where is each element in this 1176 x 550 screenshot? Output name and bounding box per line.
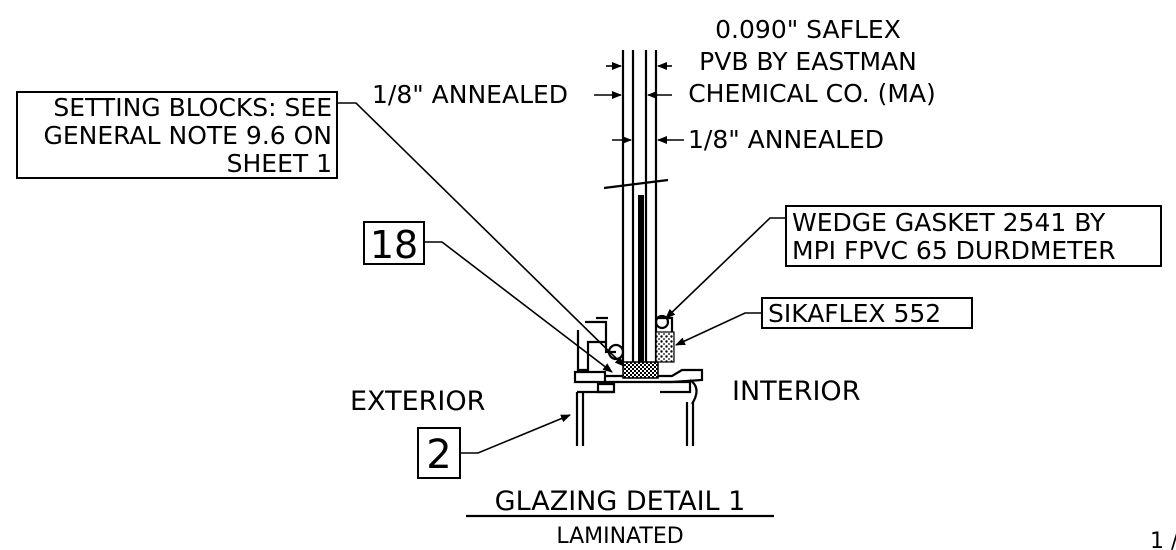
- leader-lines: [337, 102, 786, 454]
- part-tag-18: 18: [363, 221, 425, 267]
- frame-profile: [573, 314, 704, 446]
- detail-subtitle: LAMINATED: [556, 524, 683, 549]
- exterior-label: EXTERIOR: [350, 386, 485, 417]
- part-tag-2-label: 2: [426, 432, 451, 478]
- detail-title: GLAZING DETAIL 1: [495, 486, 746, 517]
- wedge-gasket-line-2: MPI FPVC 65 DURDMETER: [792, 236, 1116, 265]
- saflex-callout: 0.090" SAFLEX PVB BY EASTMAN CHEMICAL CO…: [688, 15, 936, 108]
- wedge-gasket-line-1: WEDGE GASKET 2541 BY: [792, 208, 1106, 237]
- detail-title-block: GLAZING DETAIL 1 LAMINATED: [466, 486, 774, 549]
- saflex-line-1: 0.090" SAFLEX: [715, 15, 901, 44]
- sikaflex-callout: SIKAFLEX 552: [761, 297, 973, 329]
- page-marker: 1 /: [1150, 529, 1176, 550]
- setting-blocks-callout: SETTING BLOCKS: SEE GENERAL NOTE 9.6 ON …: [16, 91, 338, 179]
- laminated-glass-section: [603, 50, 669, 362]
- saflex-line-2: PVB BY EASTMAN: [699, 47, 917, 76]
- part-tag-2: 2: [417, 427, 461, 479]
- sikaflex-sealant: [655, 331, 675, 363]
- wedge-gasket-callout: WEDGE GASKET 2541 BY MPI FPVC 65 DURDMET…: [785, 205, 1162, 267]
- part-tag-18-label: 18: [370, 223, 418, 267]
- sikaflex-label: SIKAFLEX 552: [768, 299, 941, 328]
- setting-blocks-line-3: SHEET 1: [227, 149, 332, 178]
- annealed-outer-label: 1/8" ANNEALED: [372, 80, 568, 109]
- setting-blocks-line-2: GENERAL NOTE 9.6 ON: [44, 121, 332, 150]
- setting-blocks-line-1: SETTING BLOCKS: SEE: [53, 93, 332, 122]
- annealed-inner-label: 1/8" ANNEALED: [688, 125, 884, 154]
- setting-block: [622, 361, 659, 379]
- saflex-line-3: CHEMICAL CO. (MA): [688, 79, 936, 108]
- interior-label: INTERIOR: [732, 376, 860, 407]
- glass-thickness-dimensions: [594, 62, 684, 144]
